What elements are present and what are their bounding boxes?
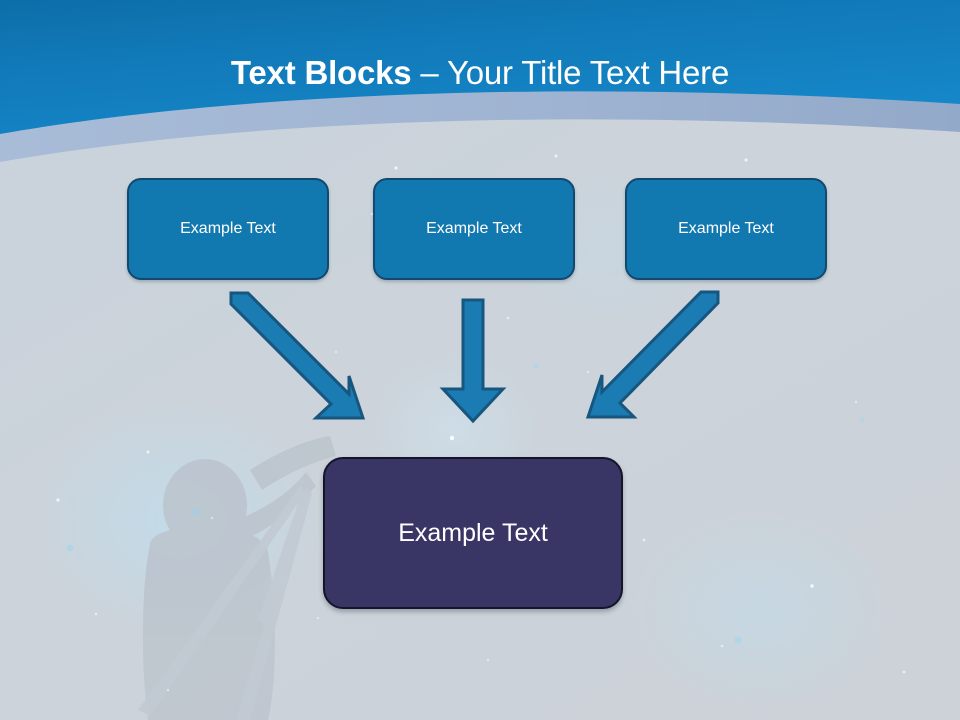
slide-title-bold: Text Blocks [230, 54, 412, 91]
slide-title: Text Blocks – Your Title Text Here [0, 52, 960, 94]
text-block-2-label: Example Text [426, 220, 522, 237]
text-block-3-label: Example Text [678, 220, 774, 237]
slide-title-separator: – [411, 54, 447, 91]
slide-title-light: Your Title Text Here [446, 54, 730, 91]
text-block-1[interactable]: Example Text [127, 178, 329, 280]
text-block-1-label: Example Text [180, 220, 276, 237]
result-text-block[interactable]: Example Text [323, 457, 623, 609]
text-block-2[interactable]: Example Text [373, 178, 575, 280]
text-block-3[interactable]: Example Text [625, 178, 827, 280]
result-text-block-label: Example Text [398, 518, 548, 547]
